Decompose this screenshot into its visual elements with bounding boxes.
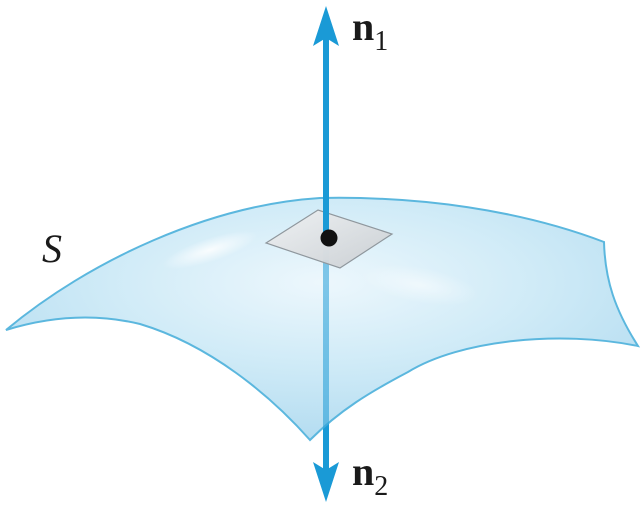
normal-n2-name: n: [352, 449, 374, 494]
normal-n2-arrowhead: [313, 462, 339, 502]
surface-label: S: [42, 226, 62, 271]
surface-point: [320, 229, 338, 247]
surface-highlight-2: [360, 264, 480, 306]
normal-n2-label: n2: [352, 449, 388, 502]
normal-n2-subscript: 2: [374, 471, 388, 502]
surface-highlight: [162, 230, 258, 270]
normal-n1-name: n: [352, 4, 374, 49]
surface-s: [5, 196, 641, 442]
normal-n1-label: n1: [352, 4, 388, 57]
normal-n1-subscript: 1: [374, 26, 388, 57]
normal-n1-arrowhead: [313, 6, 339, 46]
